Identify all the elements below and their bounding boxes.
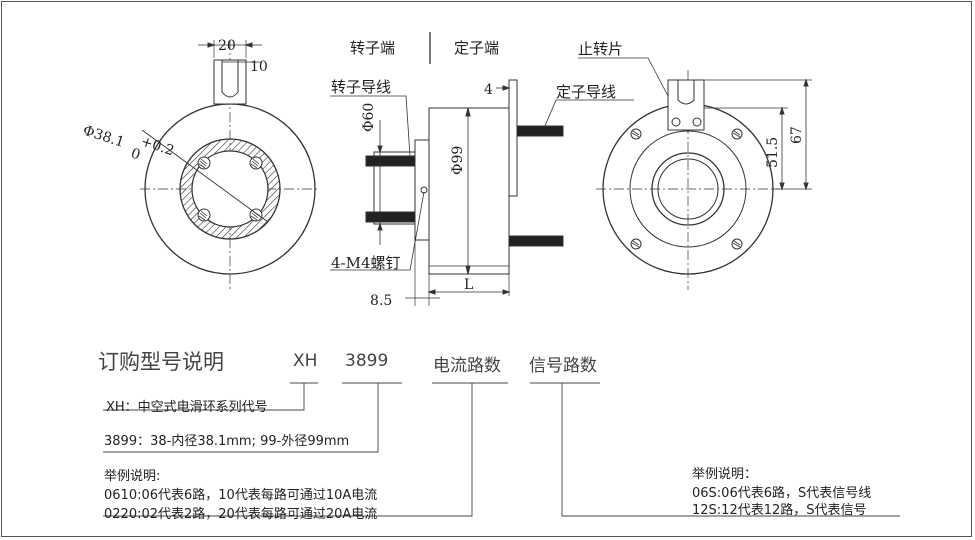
side-view	[330, 32, 634, 306]
dim-slot-depth: 10	[250, 59, 268, 75]
label-rotor-end: 转子端	[350, 39, 395, 57]
code-xh: XH	[293, 351, 318, 371]
example1-line2: 0220:02代表2路，20代表每路可通过20A电流	[104, 507, 378, 522]
dim-slot-width: 20	[218, 38, 236, 54]
dim-housing-dia: Φ99	[450, 146, 466, 175]
label-screws: 4-M4螺钉	[331, 254, 401, 272]
dim-flange-thk: 4	[484, 82, 493, 98]
example2-line2: 12S:12代表12路，S代表信号	[692, 503, 867, 518]
code-size: 3899	[345, 351, 389, 371]
example2-title: 举例说明：	[692, 467, 758, 482]
order-leaders	[103, 382, 900, 517]
size-description: 3899：38-内径38.1mm; 99-外径99mm	[104, 434, 350, 449]
label-stop-tab: 止转片	[578, 40, 623, 58]
label-stator-wire: 定子导线	[556, 83, 616, 101]
example1-line1: 0610:06代表6路，10代表每路可通过10A电流	[104, 488, 378, 503]
example2-line1: 06S:06代表6路，S代表信号线	[692, 486, 872, 501]
xh-description: XH：中空式电滑环系列代号	[106, 400, 268, 415]
order-title: 订购型号说明	[98, 350, 224, 374]
label-rotor-wire: 转子导线	[331, 78, 391, 96]
dim-rotor-len: 8.5	[370, 293, 392, 309]
code-signal: 信号路数	[529, 356, 597, 376]
dim-tol-lower: 0	[129, 146, 142, 164]
dim-bore-dia: Φ38.1	[81, 123, 127, 151]
label-stator-end: 定子端	[454, 39, 499, 57]
example1-title: 举例说明:	[104, 469, 161, 484]
dim-shaft-dia: Φ60	[361, 103, 377, 132]
dim-tab-h1: 51.5	[765, 137, 781, 168]
dim-tol-upper: +0.2	[139, 134, 176, 160]
front-view	[140, 40, 320, 290]
rear-view	[578, 57, 812, 290]
dim-length: L	[464, 277, 473, 293]
code-circuits: 电流路数	[433, 356, 501, 376]
dim-tab-h2: 67	[789, 126, 805, 144]
